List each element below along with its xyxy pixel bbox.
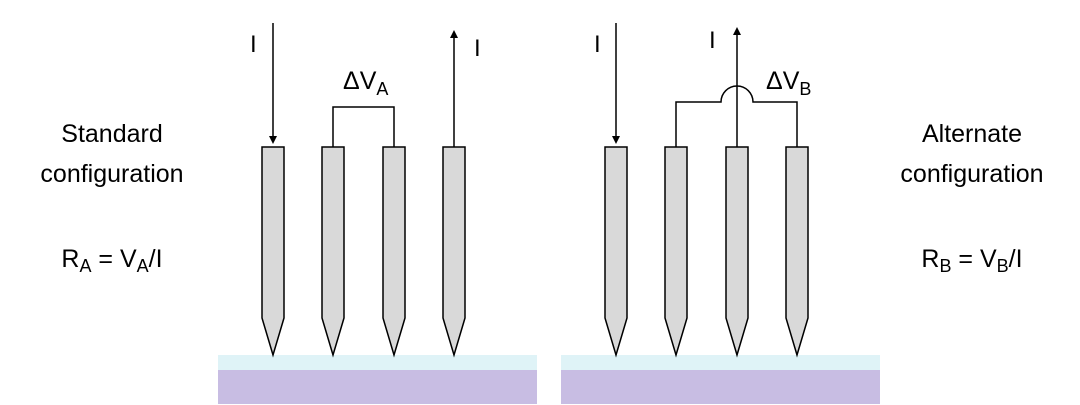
current-in-label-right: I (594, 31, 601, 58)
equation-v-subscript: A (137, 256, 149, 276)
substrate-right (561, 370, 880, 404)
thin-film-layer-right (561, 355, 880, 370)
probe-left-4 (442, 146, 466, 358)
standard-config-label-line1: Standard (61, 120, 162, 148)
equation-r-subscript: A (79, 256, 91, 276)
equation-r-subscript: B (939, 256, 951, 276)
equation-v-subscript: B (997, 256, 1009, 276)
standard-resistance-equation: RA = VA/I (61, 245, 162, 276)
equation-over-current: /I (1009, 245, 1023, 273)
alternate-config-label-line1: Alternate (922, 120, 1022, 148)
voltage-label-right: ΔVB (766, 67, 811, 99)
probe-right-2 (664, 146, 688, 358)
probe-right-3 (725, 146, 749, 358)
voltage-lead-right-with-crossover (675, 85, 798, 147)
current-out-label-right: I (709, 27, 716, 54)
standard-config-label-line2: configuration (40, 160, 183, 188)
equation-over-current: /I (149, 245, 163, 273)
delta-v-text-right: ΔV (766, 67, 800, 95)
alternate-resistance-equation: RB = VB/I (921, 245, 1022, 276)
current-in-label-left: I (250, 31, 257, 58)
alternate-config-label-line2: configuration (900, 160, 1043, 188)
probe-left-1 (261, 146, 285, 358)
probe-right-1 (604, 146, 628, 358)
voltage-lead-left (332, 106, 395, 147)
standard-probes (261, 146, 466, 358)
alternate-probes (604, 146, 809, 358)
equation-equals-v: = V (951, 245, 996, 273)
delta-v-text-left: ΔV (343, 67, 377, 95)
thin-film-layer-left (218, 355, 537, 370)
equation-equals-v: = V (91, 245, 136, 273)
current-out-label-left: I (474, 35, 481, 62)
probe-left-2 (321, 146, 345, 358)
probe-left-3 (382, 146, 406, 358)
substrate-left (218, 370, 537, 404)
equation-r: R (61, 245, 79, 273)
standard-configuration-panel: Standard configuration RA = VA/I I I ΔVA (40, 23, 537, 404)
equation-r: R (921, 245, 939, 273)
delta-v-subscript-right: B (799, 79, 811, 99)
alternate-configuration-panel: Alternate configuration RB = VB/I I I ΔV… (561, 23, 1044, 404)
voltage-label-left: ΔVA (343, 67, 388, 99)
probe-right-4 (785, 146, 809, 358)
delta-v-subscript-left: A (376, 79, 388, 99)
